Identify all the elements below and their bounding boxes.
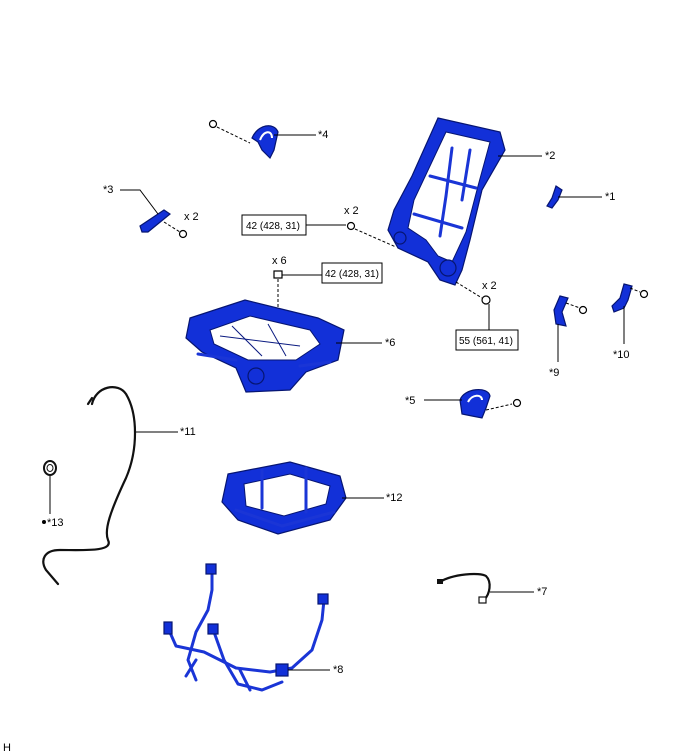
figure-code: H [3,742,11,754]
cover-4 [251,125,279,160]
torque-box-2 [321,262,383,284]
callout-12: *12 [386,492,403,504]
qty-bolt-right: x 2 [482,280,497,292]
qty-bolt-left: x 2 [184,211,199,223]
callout-11: *11 [180,426,196,438]
torque-2: 42 (428, 31) [325,269,379,280]
cover-5 [459,389,491,419]
torque-box-3 [455,329,519,351]
callout-9: *9 [549,367,559,379]
seatback-frame [387,117,506,286]
callout-6: *6 [385,337,395,349]
cable-7 [438,572,491,602]
nut-cushion [273,270,283,279]
wire-harness-8 [163,563,329,692]
callout-2: *2 [545,150,555,162]
bolt-right [481,295,491,305]
qty-bolt-frame: x 2 [344,205,359,217]
callout-8: *8 [333,664,343,676]
cover-9 [553,295,569,327]
leader-3 [120,189,159,215]
screw-5 [512,398,522,408]
note-dot-13 [42,520,46,524]
callout-5: *5 [405,395,415,407]
bolt-frame [346,221,356,231]
screw-9 [578,305,588,315]
cable-11 [42,386,137,586]
screw-4 [208,119,218,129]
bracket-1 [546,185,563,209]
cover-10 [611,283,633,313]
seat-cushion-frame [185,299,345,393]
screw-10 [639,289,649,299]
callout-7: *7 [537,586,547,598]
lever-3 [139,209,172,233]
seat-adjuster-12 [221,461,347,535]
callout-10: *10 [613,349,630,361]
clip-13 [43,460,57,476]
torque-1: 42 (428, 31) [246,221,300,232]
callout-3: *3 [103,184,113,196]
bolt-3 [178,229,188,239]
torque-3: 55 (561, 41) [459,336,513,347]
callout-1: *1 [605,191,615,203]
qty-nut-cushion: x 6 [272,255,287,267]
callout-13: *13 [47,517,64,529]
callout-4: *4 [318,129,328,141]
